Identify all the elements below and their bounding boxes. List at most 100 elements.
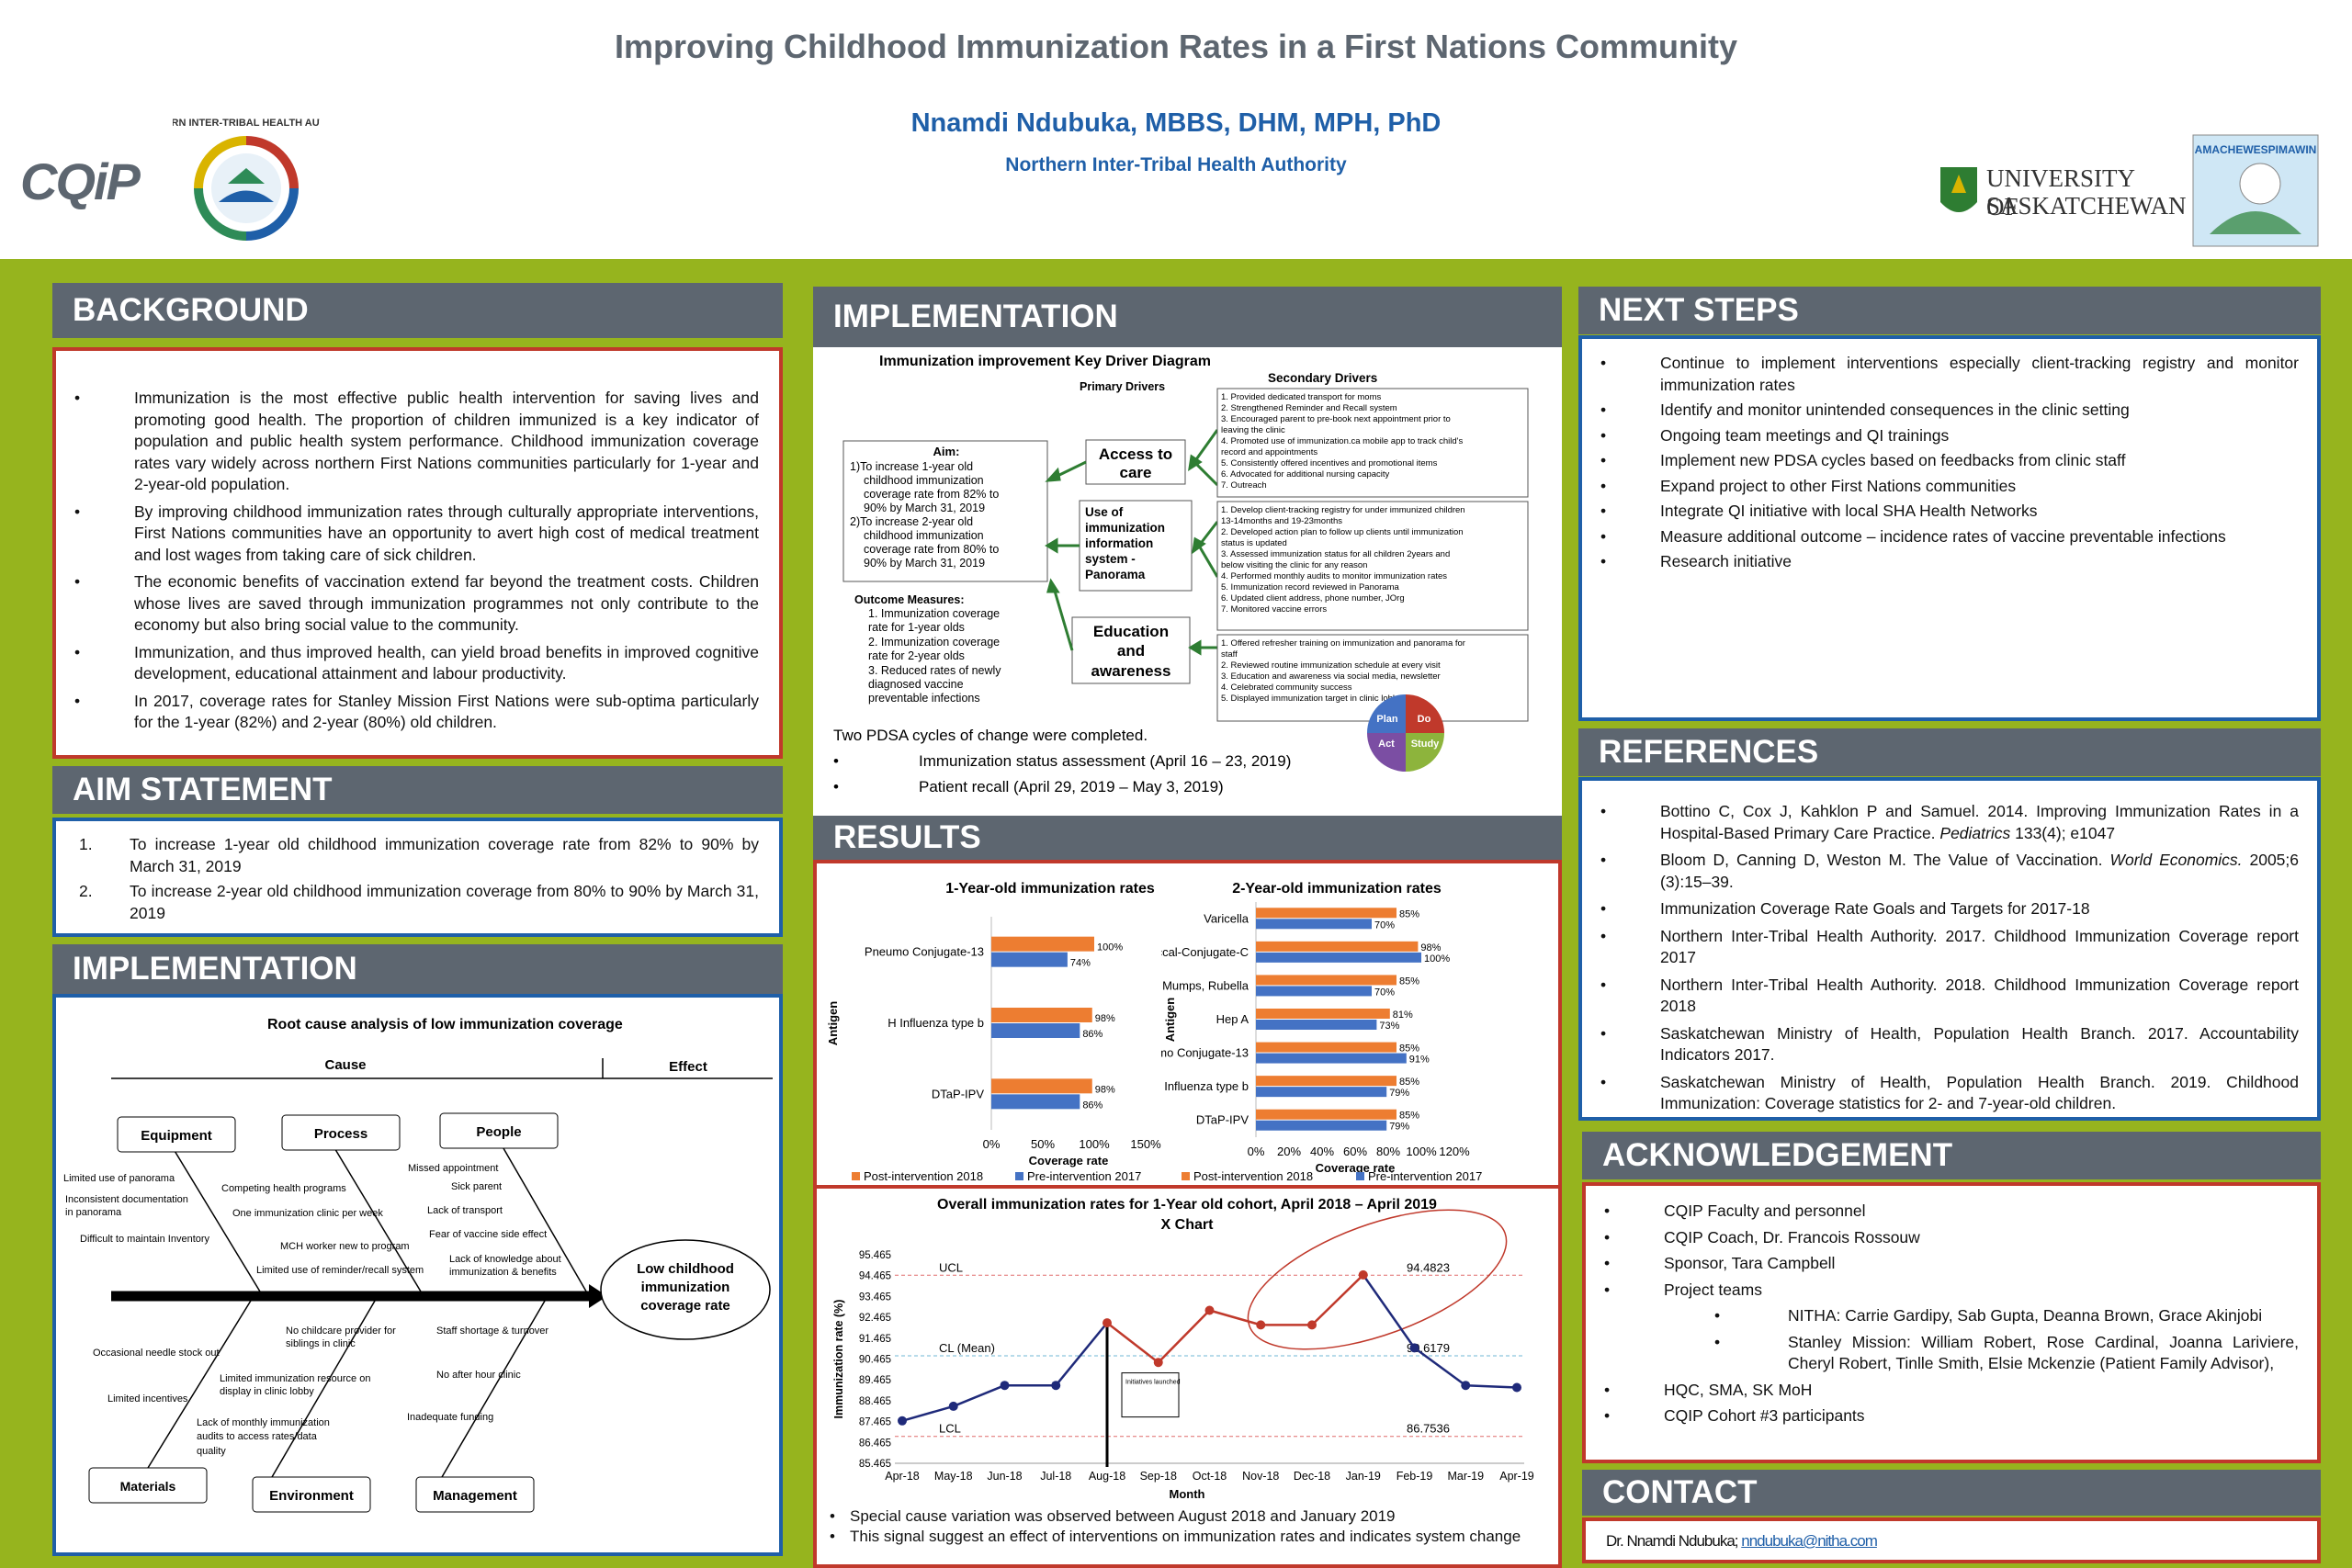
x-tick-label: May-18: [934, 1470, 973, 1483]
key-driver-diagram: Immunization improvement Key Driver Diag…: [833, 354, 1529, 795]
legend-swatch: [1015, 1172, 1023, 1180]
pre-bar: [1256, 1120, 1387, 1131]
bar-data-label: 79%: [1389, 1122, 1409, 1133]
bar-data-label: 74%: [1070, 958, 1091, 969]
background-item: In 2017, coverage rates for Stanley Miss…: [56, 691, 759, 734]
pre-bar: [1256, 1020, 1377, 1030]
x-tick-label: 120%: [1439, 1145, 1470, 1158]
svg-text:2. Strengthened Reminder and: 2. Strengthened Reminder and Recall syst…: [1221, 403, 1397, 413]
series-segment: [1209, 1309, 1261, 1326]
svg-text:7. Monitored vaccine errors: 7. Monitored vaccine errors: [1221, 604, 1327, 615]
svg-text:1)To increase 1-year old: 1)To increase 1-year old: [850, 460, 973, 473]
x-axis-label: Coverage rate: [1029, 1154, 1109, 1168]
svg-text:6. Advocated for additional n: 6. Advocated for additional nursing capa…: [1221, 469, 1390, 479]
ack-box: CQIP Faculty and personnel CQIP Coach, D…: [1582, 1182, 2321, 1463]
svg-text:Inadequate funding: Inadequate funding: [407, 1412, 493, 1423]
aim-box: 1.To increase 1-year old childhood immun…: [52, 818, 783, 937]
series-segment: [1413, 1347, 1466, 1387]
svg-text:•: •: [833, 752, 839, 770]
bar-data-label: 85%: [1399, 1077, 1419, 1088]
category-label: Meningococcal-Conjugate-C: [1161, 945, 1249, 959]
svg-text:Root cause analysis of low imm: Root cause analysis of low immunization …: [267, 1017, 623, 1032]
y-axis-label: Antigen: [826, 1001, 840, 1045]
next-step-item: Research initiative: [1582, 551, 2299, 573]
svg-text:3. Reduced rates of newly: 3. Reduced rates of newly: [868, 664, 1001, 677]
svg-text:Access to: Access to: [1099, 446, 1172, 463]
svg-text:Education: Education: [1093, 623, 1169, 640]
series-segment: [1311, 1274, 1364, 1326]
svg-text:Equipment: Equipment: [141, 1128, 212, 1144]
post-bar: [991, 1078, 1092, 1094]
data-point: [1512, 1382, 1521, 1393]
one-year-bar-chart: 1-Year-old immunization ratesAntigen0%50…: [826, 881, 1161, 1183]
poster-affiliation: Northern Inter-Tribal Health Authority: [1005, 154, 1347, 175]
svg-text:quality: quality: [197, 1446, 226, 1457]
next-step-item: Continue to implement interventions espe…: [1582, 353, 2299, 396]
chart-title: 2-Year-old immunization rates: [1232, 881, 1442, 897]
results-bullet: •This signal suggest an effect of interv…: [830, 1528, 1521, 1545]
svg-text:•: •: [833, 778, 839, 795]
x-tick-label: 100%: [1406, 1145, 1437, 1158]
post-bar: [1256, 908, 1396, 919]
reference-item: Saskatchewan Ministry of Health, Populat…: [1582, 1072, 2299, 1115]
x-tick-label: Jan-19: [1346, 1470, 1381, 1483]
svg-text:6. Updated client address, ph: 6. Updated client address, phone number,…: [1221, 593, 1405, 604]
svg-text:Limited incentives: Limited incentives: [107, 1393, 188, 1404]
legend-label: Pre-intervention 2017: [1027, 1169, 1141, 1183]
chart-title: 1-Year-old immunization rates: [945, 881, 1155, 897]
driver-box: Immunization improvement Key Driver Diag…: [813, 347, 1562, 816]
svg-text:Study: Study: [1411, 739, 1440, 750]
svg-text:Lack of knowledge about: Lack of knowledge about: [449, 1254, 561, 1265]
y-tick-label: 90.465: [859, 1355, 891, 1366]
annotation-text: Initiatives launched: [1125, 1380, 1181, 1386]
svg-text:No childcare provider for: No childcare provider for: [286, 1325, 396, 1337]
data-point: [1358, 1269, 1368, 1280]
category-label: DTaP-IPV: [1196, 1113, 1249, 1127]
post-bar: [991, 1008, 1092, 1022]
pre-bar: [991, 952, 1068, 967]
x-tick-label: 100%: [1079, 1137, 1110, 1151]
aim-item: 2.To increase 2-year old childhood immun…: [79, 882, 759, 922]
x-tick-label: 50%: [1031, 1137, 1055, 1151]
contact-box: Dr. Nnamdi Ndubuka; nndubuka@nitha.com: [1582, 1517, 2321, 1563]
x-axis-label: Month: [1170, 1487, 1205, 1501]
post-bar: [1256, 1109, 1396, 1120]
legend-swatch: [1356, 1172, 1364, 1180]
svg-text:2. Developed action plan to f: 2. Developed action plan to follow up cl…: [1221, 527, 1464, 537]
ack-subitem: Stanley Mission: William Robert, Rose Ca…: [1586, 1332, 2299, 1375]
bar-data-label: 85%: [1399, 1043, 1419, 1055]
annotation-box: [1121, 1372, 1180, 1418]
x-tick-label: 20%: [1277, 1145, 1301, 1158]
legend-label: Pre-intervention 2017: [1368, 1169, 1482, 1183]
contact-email-link[interactable]: nndubuka@nitha.com: [1741, 1532, 1878, 1550]
svg-text:status is updated: status is updated: [1221, 538, 1287, 548]
y-tick-label: 88.465: [859, 1396, 891, 1407]
next-step-item: Integrate QI initiative with local SHA H…: [1582, 501, 2299, 523]
bar-data-label: 98%: [1095, 1013, 1115, 1024]
post-bar: [1256, 975, 1396, 986]
svg-text:1. Provided dedicated transpo: 1. Provided dedicated transport for moms: [1221, 392, 1382, 402]
x-tick-label: Oct-18: [1193, 1470, 1227, 1483]
pre-bar: [1256, 986, 1372, 997]
ack-item: CQIP Cohort #3 participants: [1586, 1405, 2299, 1427]
reference-item: Bottino C, Cox J, Kahklon P and Samuel. …: [1582, 801, 2299, 844]
category-label: H Influenza type b: [1161, 1079, 1249, 1093]
next-step-item: Ongoing team meetings and QI trainings: [1582, 425, 2299, 447]
svg-text:4. Performed monthly audits t: 4. Performed monthly audits to monitor i…: [1221, 571, 1447, 581]
svg-text:awareness: awareness: [1091, 662, 1171, 680]
category-label: Pneumo Conjugate-13: [1161, 1046, 1249, 1060]
background-item: Immunization is the most effective publi…: [56, 388, 759, 496]
bar-data-label: 91%: [1409, 1055, 1430, 1066]
aim-item: 1.To increase 1-year old childhood immun…: [79, 835, 759, 875]
svg-text:Immunization improvement Key D: Immunization improvement Key Driver Diag…: [879, 354, 1211, 369]
background-item: The economic benefits of vaccination ext…: [56, 571, 759, 637]
next-step-item: Measure additional outcome – incidence r…: [1582, 526, 2299, 548]
svg-text:Occasional needle stock out: Occasional needle stock out: [93, 1348, 220, 1359]
x-tick-label: Dec-18: [1294, 1470, 1330, 1483]
y-tick-label: 93.465: [859, 1292, 891, 1303]
svg-text:1. Immunization coverage: 1. Immunization coverage: [868, 607, 1000, 620]
bar-data-label: 100%: [1424, 953, 1450, 964]
x-tick-label: Apr-19: [1499, 1470, 1534, 1483]
two-year-bar-chart: 2-Year-old immunization ratesAntigen0%20…: [1161, 881, 1482, 1183]
